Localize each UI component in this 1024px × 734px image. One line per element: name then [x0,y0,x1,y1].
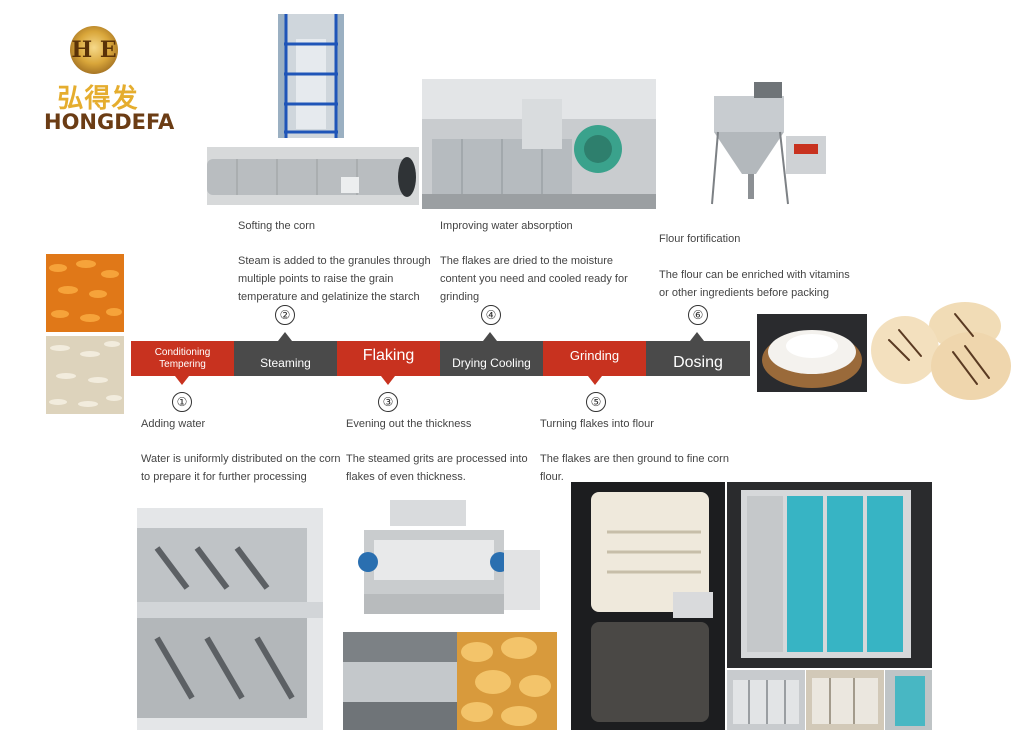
flaking-mill-photo [344,500,544,620]
dryer-cooler-photo [422,79,656,209]
stage-grinding-label: Grinding [569,348,620,363]
stage-4-pointer [483,332,497,341]
stage-5-pointer [588,376,602,385]
stage-4-desc: The flakes are dried to the moisture con… [440,255,628,303]
stage-dosing: Dosing [646,341,750,376]
stage-3-desc: The steamed grits are processed into fla… [346,453,528,483]
stage-steaming: Steaming [234,341,337,376]
roller-mill-photo [571,482,725,730]
stage-dosing-label: Dosing [673,353,723,371]
brand-logo-icon: H E [70,26,118,74]
stage-4-title: Improving water absorption [440,220,573,232]
stage-steaming-label: Steaming [260,355,311,370]
corn-flakes-photo [457,632,557,730]
stage-conditioning: Conditioning Tempering [131,341,234,376]
stage-6-title: Flour fortification [659,233,741,245]
steaming-tower-photo [278,14,344,138]
rice-grain-photo [46,336,124,414]
stage-6-number: ⑥ [688,305,708,325]
stage-conditioning-label: Conditioning Tempering [154,346,211,370]
stage-3-title: Evening out the thickness [346,418,472,430]
stage-1-number: ① [172,392,192,412]
tortilla-photo [869,300,1013,404]
stage-drying-label: Drying Cooling [452,355,531,370]
stage-5-desc: The flakes are then ground to fine corn … [540,453,729,483]
sifter-detail-1-photo [727,670,805,730]
stage-flaking: Flaking [337,341,440,376]
stage-6-desc: The flour can be enriched with vitamins … [659,269,850,299]
stage-6-pointer [690,332,704,341]
stage-3-pointer [381,376,395,385]
stage-2-title: Softing the corn [238,220,316,232]
stage-drying-cooling: Drying Cooling [440,341,543,376]
stage-2-pointer [278,332,292,341]
stage-5-number: ⑤ [586,392,606,412]
flaking-rollers-photo [343,632,457,730]
stage-4-number: ④ [481,305,501,325]
stage-1-desc: Water is uniformly distributed on the co… [141,453,341,483]
stage-2-desc: Steam is added to the granules through m… [238,255,431,303]
sifter-detail-3-photo [885,670,932,730]
flour-bowl-photo [757,314,867,392]
stage-2-number: ② [275,305,295,325]
brand-chinese-name: 弘得发 [57,84,139,114]
dosing-machine-photo [708,74,832,212]
conditioner-machine-photo [137,508,323,730]
corn-grain-photo [46,254,124,332]
stage-grinding: Grinding [543,341,646,376]
plansifter-photo [727,482,932,668]
stage-1-pointer [175,376,189,385]
steamer-cylinder-photo [207,147,419,205]
stage-5-title: Turning flakes into flour [540,418,654,430]
stage-3-number: ③ [378,392,398,412]
brand-name: HONGDEFA [44,110,175,134]
sifter-detail-2-photo [806,670,884,730]
stage-flaking-label: Flaking [362,346,415,364]
stage-1-title: Adding water [141,418,206,430]
